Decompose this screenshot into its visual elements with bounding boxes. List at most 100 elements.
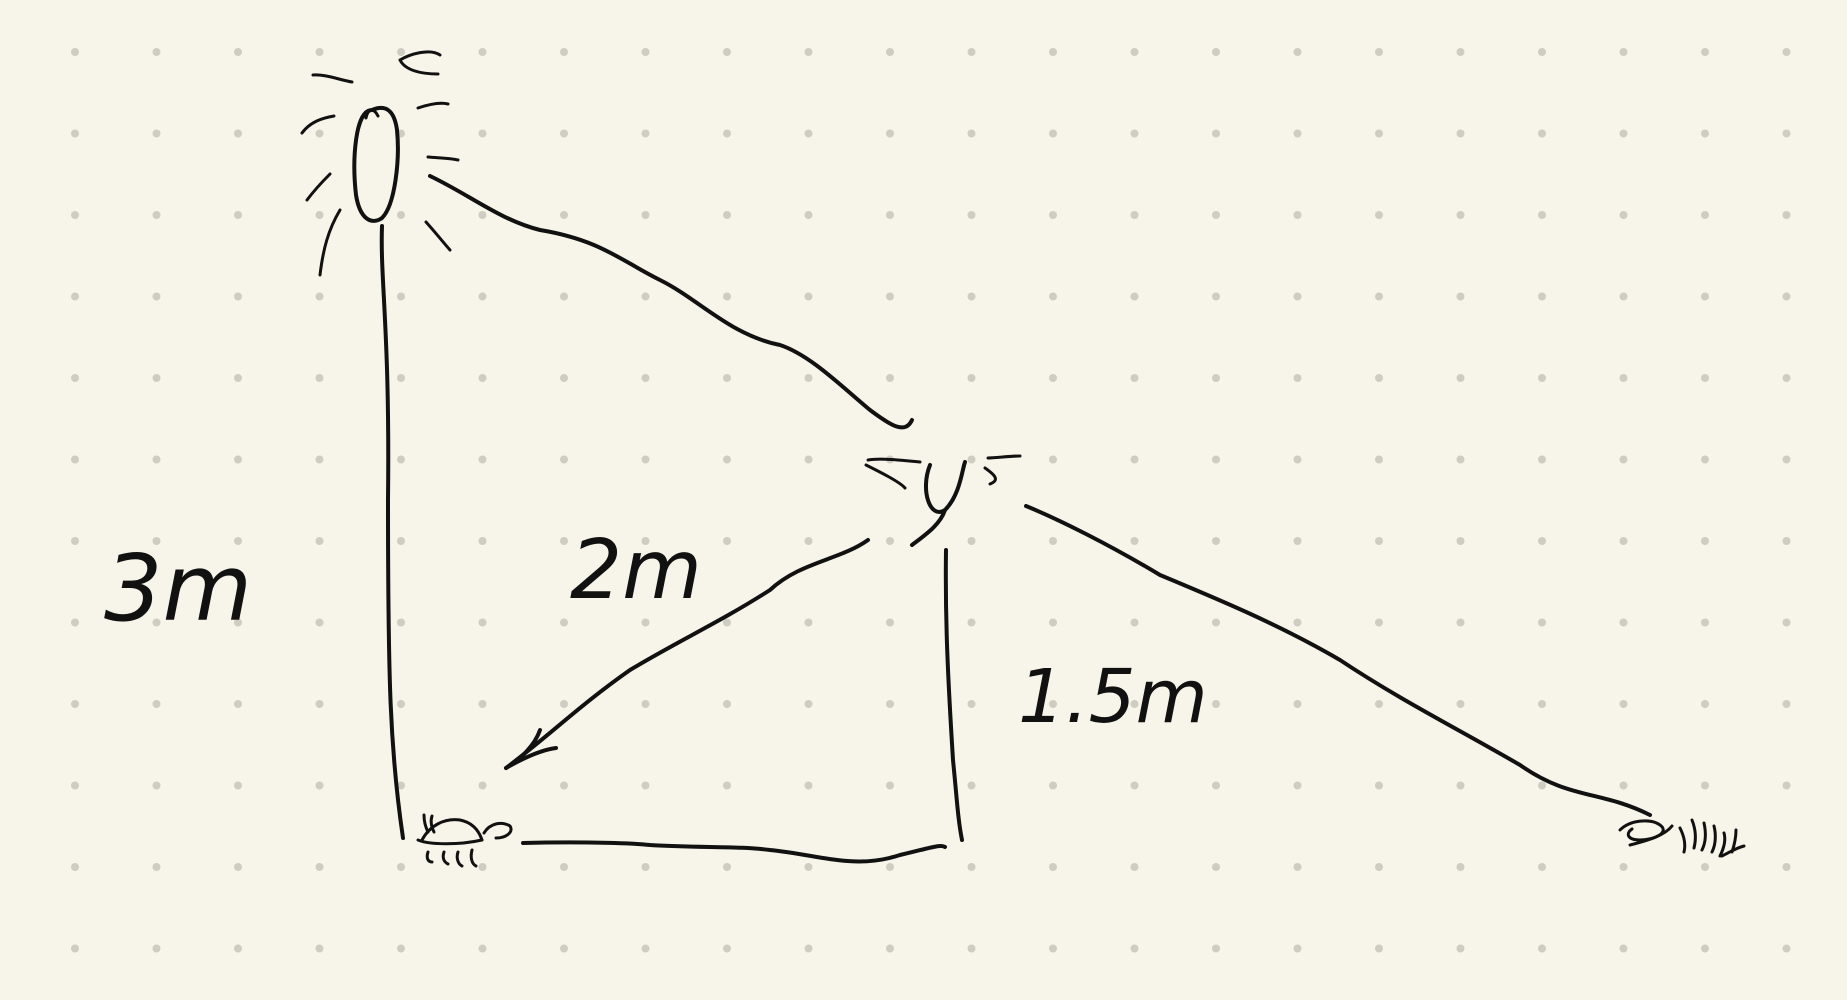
grid-dot — [560, 455, 568, 464]
grid-dot — [641, 48, 650, 56]
grid-dot — [1049, 48, 1057, 56]
grid-dot — [478, 211, 487, 219]
grid-dot — [71, 374, 79, 382]
grid-dot — [1456, 129, 1465, 138]
grid-dot — [560, 944, 568, 953]
grid-dot — [641, 863, 650, 871]
grid-dot — [397, 537, 405, 545]
ground-line — [521, 840, 947, 864]
grid-dot — [723, 455, 731, 464]
grid-dot — [152, 129, 161, 138]
grid-dot — [967, 455, 976, 464]
grid-dot — [560, 129, 568, 138]
grid-dot — [315, 374, 324, 382]
person-height-line — [943, 548, 964, 842]
grid-dot — [315, 211, 324, 219]
grid-dot — [1293, 455, 1302, 464]
grid-dot — [1701, 863, 1709, 871]
grid-dot — [71, 618, 79, 627]
grid-dot — [1456, 537, 1465, 545]
grid-dot — [641, 455, 650, 464]
grid-dot — [315, 48, 324, 56]
grid-dot — [1619, 211, 1628, 219]
grid-dot — [234, 455, 242, 464]
grid-dot — [1293, 374, 1302, 382]
grid-dot — [1049, 129, 1057, 138]
grid-dot — [804, 455, 813, 464]
grid-dot — [1049, 455, 1057, 464]
grid-dot — [1212, 618, 1220, 627]
street-lamp-icon — [300, 50, 460, 840]
grid-dot — [1049, 781, 1057, 790]
grid-dot — [1782, 781, 1791, 790]
grid-dot — [560, 292, 568, 301]
grid-dot — [1293, 48, 1302, 56]
grid-dot — [1701, 292, 1709, 301]
grid-dot — [1375, 129, 1383, 138]
grid-dot — [1293, 211, 1302, 219]
grid-dot — [1701, 618, 1709, 627]
grid-dot — [1049, 537, 1057, 545]
grid-dot — [1293, 700, 1302, 708]
grid-dot — [1538, 781, 1546, 790]
grid-dot — [886, 374, 894, 382]
grid-dot — [1375, 48, 1383, 56]
grid-dot — [886, 292, 894, 301]
grid-dot — [1049, 944, 1057, 953]
grid-dot — [234, 292, 242, 301]
grid-dot — [478, 944, 487, 953]
grid-dot — [1538, 211, 1546, 219]
grid-dot — [1538, 700, 1546, 708]
grid-dot — [1538, 292, 1546, 301]
grid-dot — [1538, 455, 1546, 464]
grid-dot — [1049, 211, 1057, 219]
grid-dot — [804, 129, 813, 138]
grid-dot — [1456, 618, 1465, 627]
grid-dot — [234, 863, 242, 871]
grid-dot — [234, 48, 242, 56]
grid-dot — [478, 48, 487, 56]
grid-dot — [71, 781, 79, 790]
grid-dot — [1375, 863, 1383, 871]
grid-dot — [478, 863, 487, 871]
grid-dot — [804, 781, 813, 790]
grid-dot — [397, 211, 405, 219]
grid-dot — [1456, 374, 1465, 382]
lamp-height-label: 3m — [104, 535, 252, 642]
grid-dot — [1456, 944, 1465, 953]
grid-dot — [315, 618, 324, 627]
grid-dot — [152, 944, 161, 953]
grid-dot — [886, 944, 894, 953]
grid-dot — [152, 455, 161, 464]
grid-dot — [1619, 944, 1628, 953]
grid-dot — [152, 211, 161, 219]
grid-dot — [967, 944, 976, 953]
grid-dot — [1130, 781, 1139, 790]
grid-dot — [967, 374, 976, 382]
grid-dot — [641, 618, 650, 627]
grid-dot — [315, 537, 324, 545]
grid-dot — [641, 944, 650, 953]
grid-dot — [152, 537, 161, 545]
grid-dot — [723, 537, 731, 545]
grid-dot — [967, 129, 976, 138]
grid-dot — [641, 211, 650, 219]
grid-dot — [397, 944, 405, 953]
grid-dot — [152, 700, 161, 708]
grid-dot — [1456, 455, 1465, 464]
grid-dot — [315, 129, 324, 138]
grid-dot — [560, 781, 568, 790]
grid-dot — [71, 211, 79, 219]
grid-dot — [1212, 863, 1220, 871]
grid-dot — [1538, 129, 1546, 138]
grid-dot — [315, 863, 324, 871]
grid-dot — [1619, 618, 1628, 627]
grid-dot — [641, 129, 650, 138]
grid-dot — [1130, 211, 1139, 219]
grid-dot — [1212, 211, 1220, 219]
grid-dot — [1212, 455, 1220, 464]
grid-dot — [560, 537, 568, 545]
grid-dot — [723, 944, 731, 953]
grid-dot — [71, 48, 79, 56]
person-head-icon — [864, 454, 1022, 547]
